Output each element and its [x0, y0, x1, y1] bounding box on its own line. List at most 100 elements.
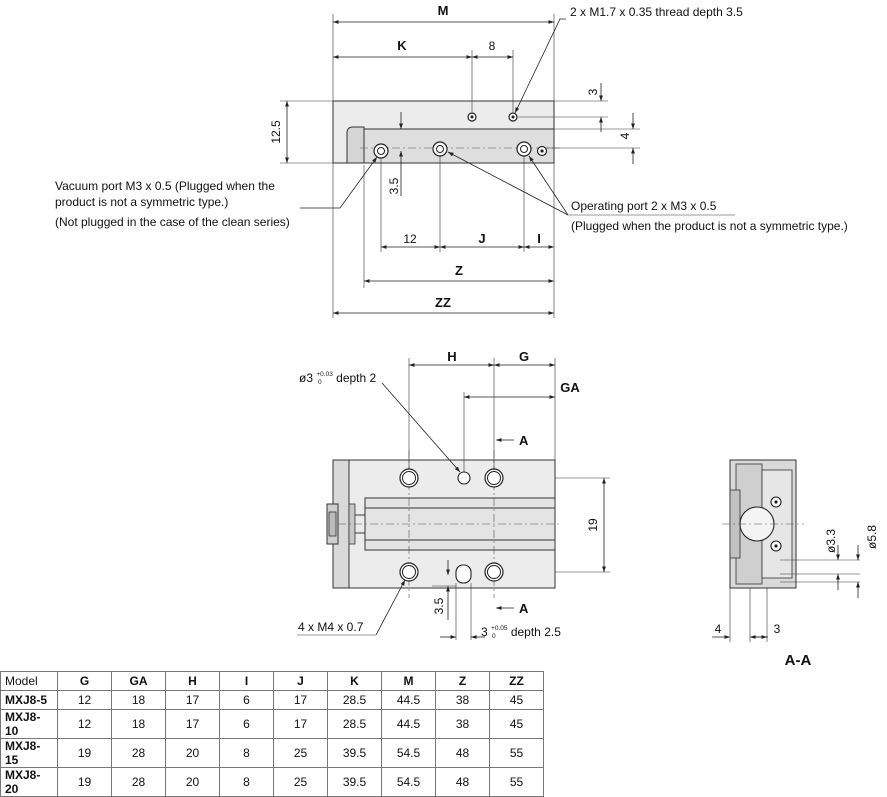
section-mark-top: A [519, 433, 529, 448]
operating-port-right [516, 141, 532, 157]
dim-label-M: M [438, 3, 449, 18]
dim-label-H: H [447, 349, 456, 364]
dim-label-K: K [397, 38, 407, 53]
table-cell: 17 [273, 690, 328, 710]
table-cell: 45 [489, 709, 544, 739]
table-cell: 28.5 [327, 709, 382, 739]
table-row: MXJ8-10 12 18 17 6 17 28.5 44.5 38 45 [0, 709, 544, 739]
table-cell: 44.5 [381, 709, 436, 739]
thread-note-side: 4 x M4 x 0.7 [298, 620, 364, 634]
slot-hole [455, 564, 472, 584]
table-header-cell: J [273, 671, 328, 691]
section-ball-bottom [770, 540, 782, 552]
table-cell: 25 [273, 767, 328, 797]
operating-note-line2: (Plugged when the product is not a symme… [571, 219, 848, 233]
table-cell: 28 [111, 767, 166, 797]
table-row: MXJ8-20 19 28 20 8 25 39.5 54.5 48 55 [0, 767, 544, 797]
table-cell: 6 [219, 709, 274, 739]
table-cell: 55 [489, 767, 544, 797]
section-ball-top [770, 496, 782, 508]
vacuum-note-line1: Vacuum port M3 x 0.5 (Plugged when the [55, 179, 275, 193]
slot-tol-lower: 0 [492, 633, 496, 640]
dim-label-3-5-top: 3.5 [387, 177, 401, 194]
slot-tol-upper: +0.05 [491, 625, 508, 632]
table-cell: 54.5 [381, 767, 436, 797]
m4-hole-bottom-left [399, 562, 419, 582]
table-row: MXJ8-15 19 28 20 8 25 39.5 54.5 48 55 [0, 738, 544, 768]
table-cell: 55 [489, 738, 544, 768]
table-cell: 20 [165, 767, 220, 797]
table-cell: 12 [57, 690, 112, 710]
table-cell: 44.5 [381, 690, 436, 710]
vacuum-note-line2: product is not a symmetric type.) [55, 195, 228, 209]
table-header-cell: G [57, 671, 112, 691]
m4-hole-top-left [399, 468, 419, 488]
table-cell-model: MXJ8-15 [0, 738, 58, 768]
table-cell: 25 [273, 738, 328, 768]
dim-label-4-top: 4 [618, 132, 632, 139]
dim-label-3-3: ø3.3 [824, 529, 838, 553]
dim-label-12-5: 12.5 [269, 120, 283, 144]
table-cell: 8 [219, 767, 274, 797]
section-view: ø3.3 ø5.8 4 3 A-A [712, 459, 879, 669]
vacuum-port [373, 143, 389, 159]
table-cell-model: MXJ8-5 [0, 690, 58, 710]
table-header-cell: GA [111, 671, 166, 691]
table-cell: 48 [435, 738, 490, 768]
table-cell: 6 [219, 690, 274, 710]
operating-port-left [432, 141, 448, 157]
slot-prefix: 3 [481, 625, 488, 639]
table-cell: 12 [57, 709, 112, 739]
slot-note: 3 +0.05 depth 2.5 [481, 619, 561, 639]
dim-label-5-8: ø5.8 [865, 525, 879, 549]
dim-label-19: 19 [586, 518, 600, 532]
m4-hole-top-right [484, 468, 504, 488]
pin-hole-suffix: depth 2 [336, 371, 376, 385]
table-cell: 8 [219, 738, 274, 768]
dim-label-3-section: 3 [774, 622, 781, 636]
slot-suffix: depth 2.5 [511, 625, 561, 639]
table-cell: 38 [435, 709, 490, 739]
table-cell: 28 [111, 738, 166, 768]
table-cell: 18 [111, 709, 166, 739]
table-cell: 18 [111, 690, 166, 710]
table-cell: 17 [165, 690, 220, 710]
table-cell: 39.5 [327, 738, 382, 768]
table-cell: 19 [57, 767, 112, 797]
table-cell: 38 [435, 690, 490, 710]
table-header-cell: I [219, 671, 274, 691]
vacuum-note-line3: (Not plugged in the case of the clean se… [55, 215, 290, 229]
table-header-cell: M [381, 671, 436, 691]
dim-label-Z: Z [455, 263, 463, 278]
pin-hole-tol-lower: 0 [318, 379, 322, 386]
table-cell: 39.5 [327, 767, 382, 797]
dim-label-4-section: 4 [715, 622, 722, 636]
plug-screw [536, 145, 548, 157]
dim-label-3-top: 3 [586, 88, 600, 95]
table-cell: 48 [435, 767, 490, 797]
section-mark-bottom: A [519, 601, 529, 616]
table-header-cell: Z [435, 671, 490, 691]
thread-hole-left [467, 112, 477, 122]
dim-label-J: J [478, 231, 485, 246]
table-cell: 17 [165, 709, 220, 739]
table-cell: 19 [57, 738, 112, 768]
table-cell: 17 [273, 709, 328, 739]
table-cell: 45 [489, 690, 544, 710]
dim-label-8: 8 [489, 39, 496, 53]
dim-label-I: I [537, 231, 541, 246]
side-view: H G GA 19 3.5 A A ø3 +0.03 depth 2 0 4 x… [297, 349, 610, 640]
table-cell: 20 [165, 738, 220, 768]
top-view-end-step [346, 126, 365, 164]
dim-label-GA: GA [560, 380, 580, 395]
table-cell-model: MXJ8-10 [0, 709, 58, 739]
dim-label-G: G [519, 349, 529, 364]
dim-label-ZZ: ZZ [435, 295, 451, 310]
table-header-cell: ZZ [489, 671, 544, 691]
m4-hole-bottom-right [484, 562, 504, 582]
table-row: MXJ8-5 12 18 17 6 17 28.5 44.5 38 45 [0, 690, 544, 710]
section-title: A-A [785, 652, 812, 669]
pin-hole [457, 471, 471, 485]
table-header-row: Model G GA H I J K M Z ZZ [0, 671, 544, 691]
table-cell-model: MXJ8-20 [0, 767, 58, 797]
